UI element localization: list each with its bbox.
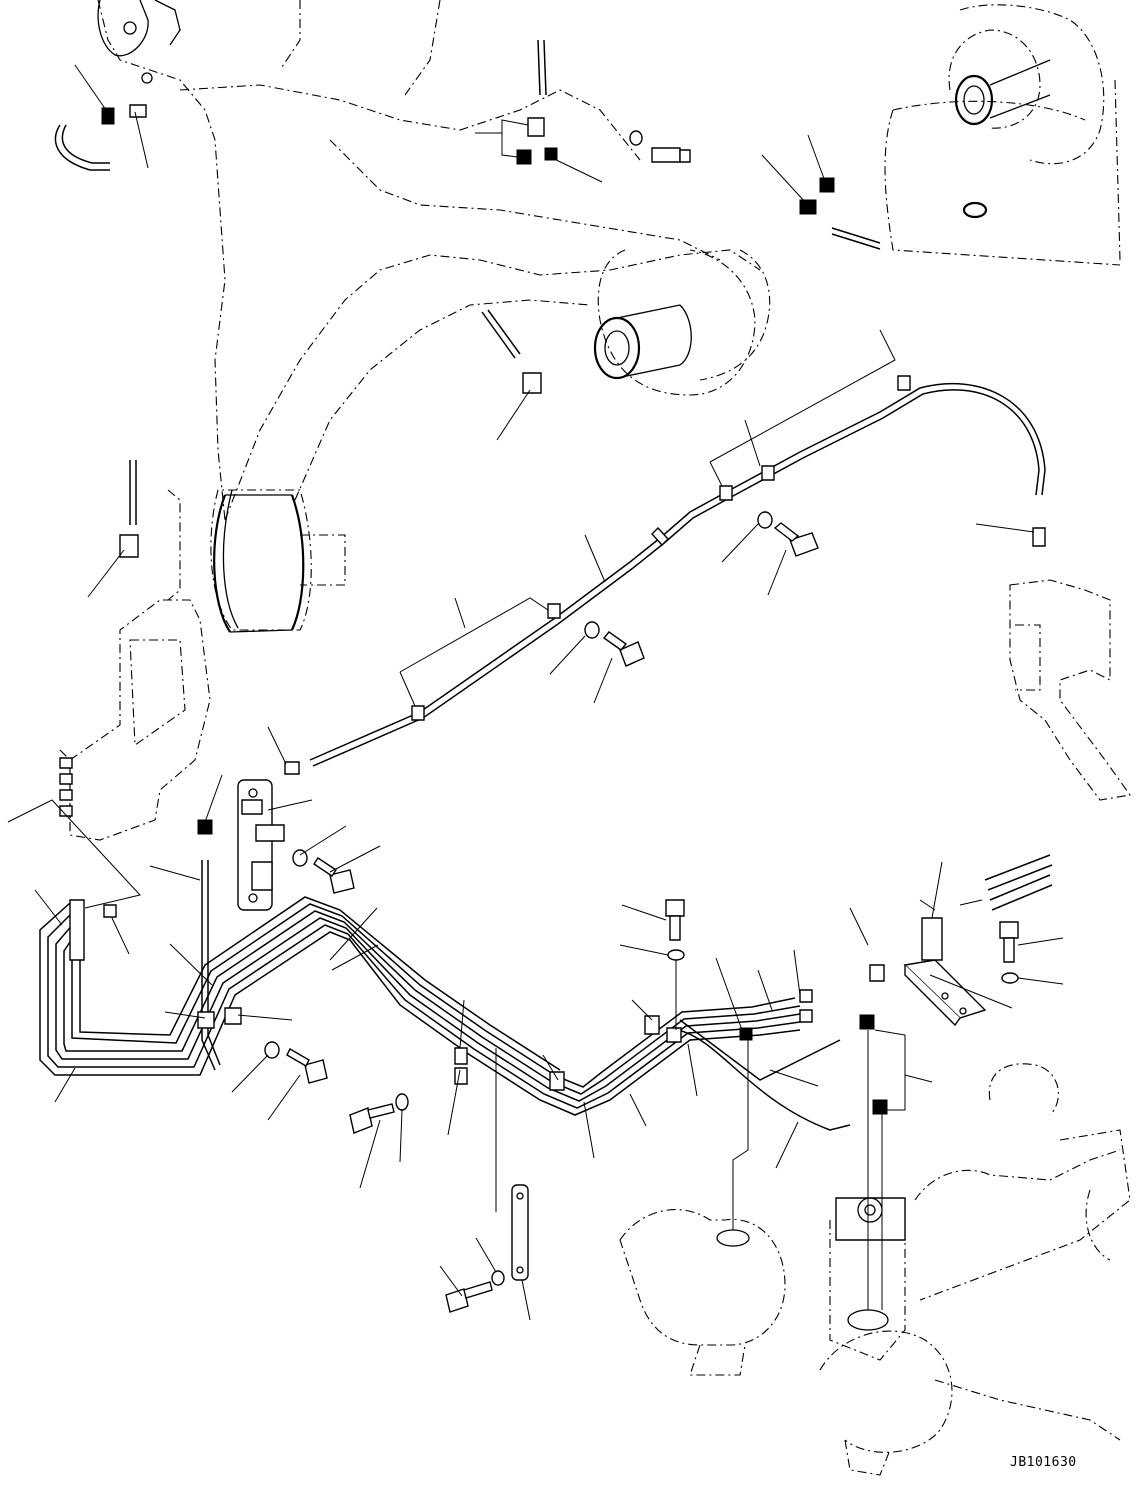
mounting-bracket-right <box>905 918 985 1025</box>
pipe-clips <box>198 376 910 1090</box>
bolt-clamp-bar <box>446 1282 492 1312</box>
bolt-lower-left <box>287 1049 327 1083</box>
elbow-fitting-top-right <box>800 178 834 214</box>
bolt-upper-1 <box>775 523 818 556</box>
phantom-bracket-right <box>1010 580 1130 800</box>
control-valve-plate <box>238 780 284 910</box>
leader-lines <box>8 65 1063 1320</box>
upper-steering-pipe <box>310 384 1045 766</box>
bolt-vertical-right <box>1000 922 1018 962</box>
pipe-end-fitting-left <box>198 762 299 834</box>
bolt-top-center <box>652 148 690 162</box>
phantom-cylinder-bottom-right <box>820 1220 1120 1475</box>
hose-clamp-bar-bottom <box>512 1185 528 1280</box>
fitting-cluster-center <box>740 990 812 1040</box>
transmission-fittings-top-left <box>98 0 180 83</box>
valve-ports-left <box>60 758 72 816</box>
bolt-plate <box>314 858 354 893</box>
rear-bearing-housing <box>214 490 303 632</box>
drawing-id-label: JB101630 <box>1010 1455 1077 1470</box>
steering-cylinder-head <box>717 1198 905 1330</box>
elbow-fitting-pivot <box>523 373 541 393</box>
fitting-block-left <box>70 900 116 960</box>
phantom-axle-housing-bottom-right <box>915 1064 1130 1300</box>
phantom-axle-pivot-top-right <box>885 5 1120 265</box>
pipe-end-fitting-right <box>1033 528 1045 546</box>
bolt-vertical-center <box>666 900 684 940</box>
phantom-rear-mount <box>168 490 345 630</box>
elbow-fitting-top-center <box>517 118 557 164</box>
pivot-pin-center <box>595 305 691 378</box>
bolt-lower-center <box>350 1104 394 1133</box>
fittings <box>70 105 1045 1114</box>
phantom-transmission-housing <box>98 0 720 520</box>
fitting-cluster-right <box>860 965 887 1114</box>
hoses <box>55 40 1052 910</box>
lower-pipe-bundle <box>40 897 850 1130</box>
vertical-pipe-left <box>202 860 220 1070</box>
bolt-upper-2 <box>604 632 644 666</box>
bolts <box>287 148 1018 1312</box>
elbow-fitting-rear-mount <box>120 535 138 557</box>
elbow-fitting-top-left <box>102 105 146 124</box>
washers <box>265 131 1018 1285</box>
pivot-pin-top-right <box>956 60 1050 217</box>
phantom-valve-block-left <box>60 600 210 840</box>
phantom-frame-arm <box>225 250 770 520</box>
phantom-cylinder-bottom-left <box>620 1210 785 1375</box>
